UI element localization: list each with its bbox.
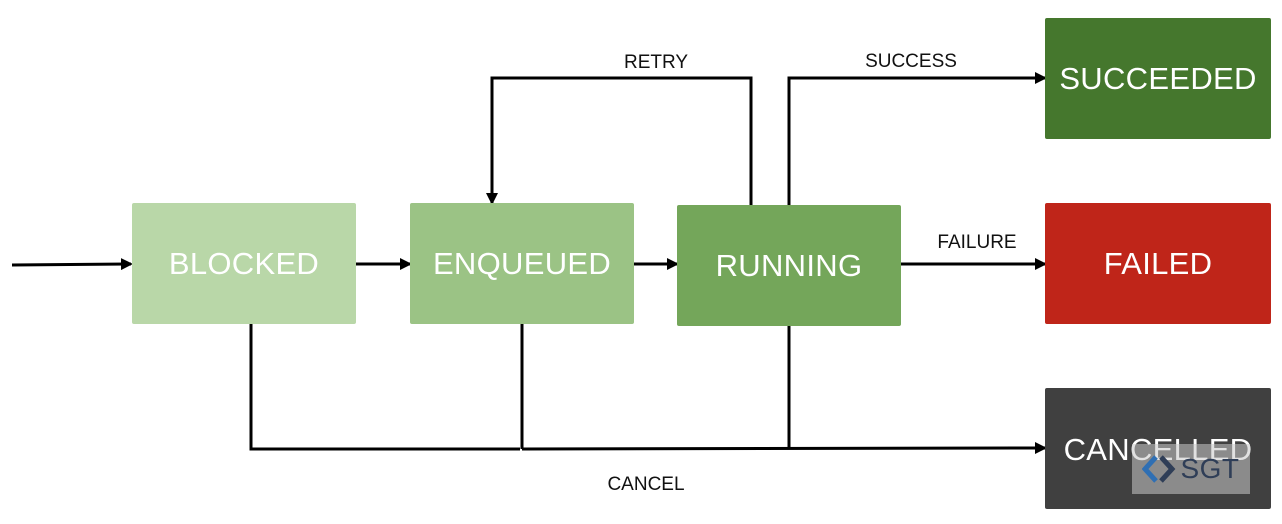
node-blocked-label: BLOCKED bbox=[168, 245, 320, 281]
edge-label-retry: RETRY bbox=[623, 52, 689, 73]
edge-label-success: SUCCESS bbox=[865, 51, 957, 72]
node-running: RUNNING bbox=[677, 205, 901, 326]
edge-retry bbox=[486, 76, 753, 205]
edge-success bbox=[787, 72, 1047, 205]
sgt-logo-icon bbox=[1142, 455, 1176, 483]
node-blocked: BLOCKED bbox=[132, 203, 356, 324]
node-enqueued-label: ENQUEUED bbox=[432, 245, 612, 281]
sgt-logo-text: SGT bbox=[1180, 453, 1240, 484]
node-succeeded-label: SUCCEEDED bbox=[1059, 60, 1257, 96]
edge-label-failure: FAILURE bbox=[937, 232, 1017, 253]
node-succeeded: SUCCEEDED bbox=[1045, 18, 1271, 139]
edge-label-cancel: CANCEL bbox=[607, 474, 685, 495]
edge-cancel-from-blocked bbox=[249, 324, 520, 451]
node-enqueued: ENQUEUED bbox=[410, 203, 634, 324]
edge-cancel bbox=[521, 442, 1047, 455]
node-failed-label: FAILED bbox=[1103, 245, 1213, 281]
node-failed: FAILED bbox=[1045, 203, 1271, 324]
entry-arrow bbox=[11, 258, 133, 271]
sgt-watermark: SGT bbox=[1132, 444, 1250, 494]
node-running-label: RUNNING bbox=[715, 247, 863, 283]
